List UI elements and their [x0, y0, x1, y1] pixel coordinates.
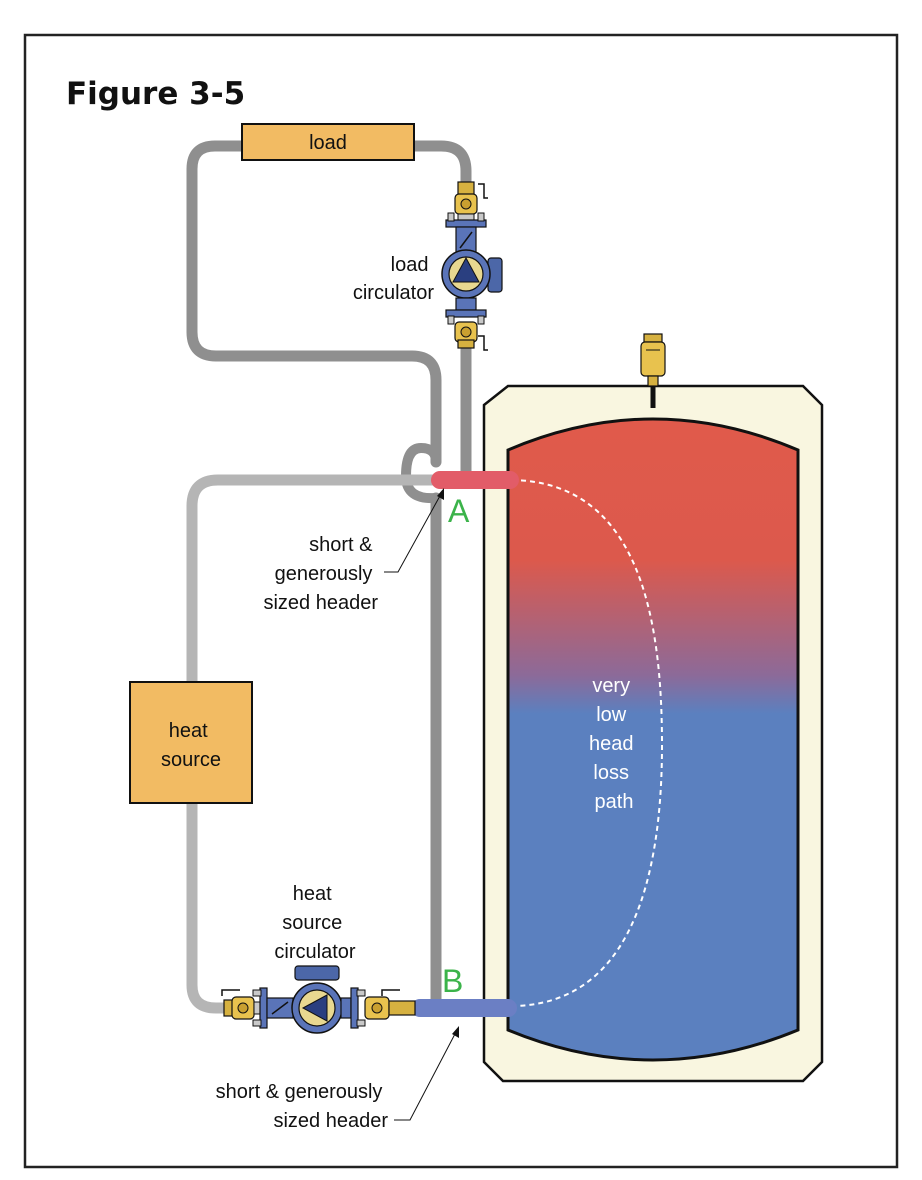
heat-source-label: heat source [161, 720, 221, 771]
heat-source-circulator-assembly [221, 965, 416, 1034]
header-b-leader [394, 1026, 459, 1121]
heat-source-box [129, 681, 253, 804]
low-head-loss-path [511, 479, 664, 1007]
header-a-annotation: short & generously sized header [263, 534, 378, 614]
figure-title: Figure 3-5 [66, 76, 245, 112]
load-circulator-label: load circulator [353, 254, 434, 304]
node-a-label: A [448, 493, 470, 529]
node-b-label: B [442, 963, 463, 999]
air-vent-icon [640, 333, 666, 408]
tank-vessel [506, 417, 800, 1062]
header-b-annotation: short & generously sized header [216, 1081, 389, 1132]
load-box [241, 123, 415, 161]
low-head-loss-path-label: very low head loss path [589, 675, 639, 813]
load-loop-piping [186, 140, 472, 1012]
header-a-leader [384, 488, 444, 573]
heat-source-loop-piping [186, 474, 446, 1014]
load-circulator-assembly [441, 181, 503, 351]
load-label: load [309, 132, 347, 154]
pipe-crossover [400, 442, 441, 504]
heat-source-circulator-label: heat source circulator [274, 883, 355, 963]
